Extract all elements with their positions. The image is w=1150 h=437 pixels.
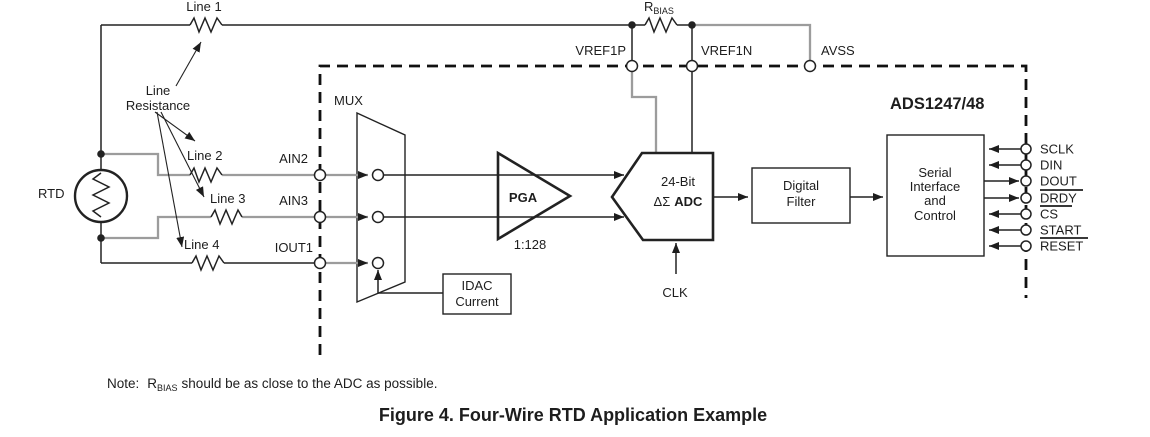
vref1n-terminal (685, 59, 699, 73)
vref1p-terminal (625, 59, 639, 73)
line3-resistor (210, 208, 243, 227)
external-wires (100, 24, 693, 264)
sclk-label: SCLK (1040, 142, 1074, 157)
vref1p-label: VREF1P (575, 43, 626, 58)
start-terminal (1020, 224, 1032, 236)
avss-label: AVSS (821, 43, 855, 58)
chip-boundary (318, 64, 1028, 355)
sclk-terminal (1020, 143, 1032, 155)
ain3-terminal (313, 210, 327, 224)
mux-in3 (371, 256, 385, 270)
digital-filter-label-line2: Filter (787, 194, 817, 209)
mux-in2 (371, 210, 385, 224)
serial-label-line1: Serial (918, 165, 951, 180)
mux-block (356, 111, 406, 304)
junction-dots (97, 21, 696, 242)
line-resistance-callouts (154, 41, 205, 248)
adc-label-line1: 24-Bit (661, 174, 695, 189)
reset-label: RESET (1040, 239, 1083, 254)
serial-pin-arrows (984, 145, 1021, 250)
pga-ratio-label: 1:128 (514, 237, 547, 252)
line3-label: Line 3 (210, 191, 245, 206)
sense-wires (101, 23, 812, 240)
idac-block (442, 273, 512, 315)
serial-label-line4: Control (914, 208, 956, 223)
rbias-label: RBIAS (644, 0, 674, 16)
figure-caption: Figure 4. Four-Wire RTD Application Exam… (379, 405, 767, 425)
idac-wire (374, 270, 443, 294)
terminals (313, 59, 1032, 270)
resistors (189, 16, 678, 273)
idac-label-line1: IDAC (461, 278, 492, 293)
line4-resistor (191, 254, 225, 273)
avss-terminal (803, 59, 817, 73)
idac-label-line2: Current (455, 294, 499, 309)
line-resistance-label-2: Resistance (126, 98, 190, 113)
mux-input-arrows (325, 171, 368, 267)
drdy-label: DRDY (1040, 191, 1077, 206)
iout1-terminal (313, 256, 327, 270)
signal-lines (383, 171, 624, 221)
serial-interface-block (886, 134, 985, 257)
rtd-symbol (73, 168, 129, 224)
line2-label: Line 2 (187, 148, 222, 163)
line1-resistor (189, 16, 223, 35)
line-resistance-label-1: Line (146, 83, 171, 98)
line4-label: Line 4 (184, 237, 219, 252)
reset-terminal (1020, 240, 1032, 252)
dout-terminal (1020, 175, 1032, 187)
iout1-label: IOUT1 (275, 240, 313, 255)
digital-filter-block (751, 167, 851, 224)
cs-terminal (1020, 208, 1032, 220)
line1-label: Line 1 (186, 0, 221, 14)
cs-label: CS (1040, 207, 1058, 222)
din-terminal (1020, 159, 1032, 171)
pga-label: PGA (509, 190, 538, 205)
mux-in1 (371, 168, 385, 182)
digital-filter-label-line1: Digital (783, 178, 819, 193)
line2-resistor (189, 166, 223, 185)
serial-label-line3: and (924, 193, 946, 208)
ain2-label: AIN2 (279, 151, 308, 166)
dout-label: DOUT (1040, 174, 1077, 189)
device-name: ADS1247/48 (890, 95, 984, 113)
active-low-overlines (1040, 189, 1088, 239)
drdy-terminal (1020, 192, 1032, 204)
ain3-label: AIN3 (279, 193, 308, 208)
rtd-label: RTD (38, 186, 64, 201)
start-label: START (1040, 223, 1081, 238)
ain2-terminal (313, 168, 327, 182)
clk-label: CLK (662, 285, 688, 300)
din-label: DIN (1040, 158, 1062, 173)
vref1n-label: VREF1N (701, 43, 752, 58)
mux-label: MUX (334, 93, 363, 108)
serial-label-line2: Interface (910, 179, 961, 194)
rbias-resistor (644, 16, 678, 35)
